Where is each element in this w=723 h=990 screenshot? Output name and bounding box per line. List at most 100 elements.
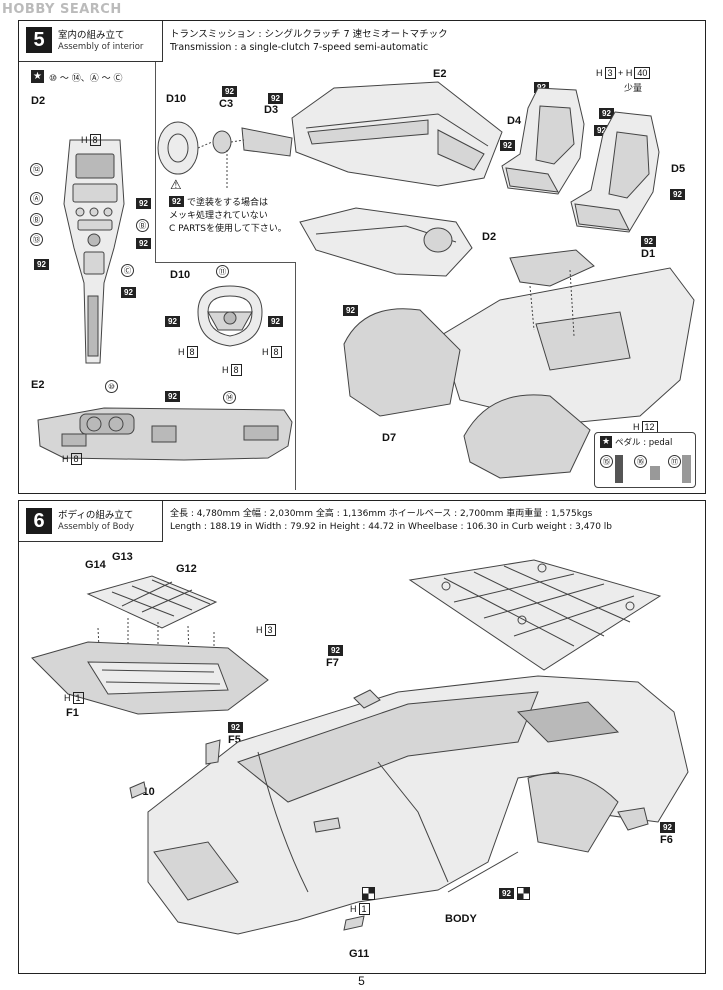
color-92-f6: 92 bbox=[660, 822, 675, 833]
color-92-seat-d4-side: 92 bbox=[500, 140, 515, 151]
label-e2: E2 bbox=[433, 68, 447, 80]
label-f6: F6 bbox=[660, 834, 673, 846]
checker-icon bbox=[517, 887, 530, 900]
dashboard-top-drawing bbox=[291, 81, 503, 187]
circled-b-left: Ⓑ bbox=[30, 213, 43, 226]
color-92-wheel-right: 92 bbox=[268, 316, 283, 327]
color-92-seat-d5-top: 92 bbox=[599, 108, 614, 119]
step6-header-underline bbox=[19, 541, 163, 542]
color-92-console-d: 92 bbox=[121, 287, 136, 298]
label-d3: D3 bbox=[264, 104, 279, 116]
pedal-15: ⑮ bbox=[600, 455, 613, 468]
color-92-f7: 92 bbox=[328, 645, 343, 656]
floor-tub-drawing bbox=[343, 249, 695, 479]
label-f1: F1 bbox=[66, 707, 79, 719]
paint-note-line1: で塗装をする場合は bbox=[187, 198, 269, 208]
label-d7: D7 bbox=[382, 432, 397, 444]
label-body: BODY bbox=[445, 913, 477, 925]
color-92-seat-d5-mid: 92 bbox=[594, 125, 609, 136]
watermark: HOBBY SEARCH bbox=[2, 2, 122, 17]
dashboard-e2-drawing bbox=[37, 407, 293, 461]
color-92-seat-d5-side: 92 bbox=[670, 189, 685, 200]
circled-11: ⑪ bbox=[216, 265, 229, 278]
circled-a: Ⓐ bbox=[30, 192, 43, 205]
color-92-console-a: 92 bbox=[136, 198, 151, 209]
steering-column-drawing bbox=[157, 121, 293, 175]
label-d4: D4 bbox=[507, 115, 522, 127]
label-g11: G11 bbox=[349, 948, 370, 960]
color-92-dash: 92 bbox=[165, 391, 180, 402]
warning-icon: ⚠ bbox=[170, 178, 182, 193]
circled-10: ⑩ bbox=[105, 380, 118, 393]
step5-header-underline bbox=[19, 61, 163, 62]
small-amount-text: 少量 bbox=[624, 84, 643, 94]
seat-d4-drawing bbox=[501, 87, 585, 195]
label-d10-wheel: D10 bbox=[170, 269, 191, 281]
star-icon: ★ bbox=[31, 70, 44, 83]
step5-desc-jp: トランスミッション : シングルクラッチ 7 速セミオートマチック bbox=[170, 29, 448, 40]
color-92-wheelarch: 92 bbox=[343, 305, 358, 316]
step5-star-text: ⑩ 〜 ⑭、Ⓐ 〜 Ⓒ bbox=[49, 74, 123, 84]
label-e2-dash: E2 bbox=[31, 379, 45, 391]
label-d10: D10 bbox=[166, 93, 187, 105]
steering-wheel-front-drawing bbox=[197, 285, 263, 347]
rear-glass-g12-drawing bbox=[86, 575, 218, 629]
engine-cover-f1-drawing bbox=[31, 618, 269, 715]
pedal-16-shape bbox=[650, 466, 660, 480]
pedal-17: ⑰ bbox=[668, 455, 681, 468]
color-92-wheel-left: 92 bbox=[165, 316, 180, 327]
step5-header-divider bbox=[162, 21, 163, 61]
pedal-label: ペダル : pedal bbox=[615, 438, 673, 448]
circled-14: ⑭ bbox=[223, 391, 236, 404]
circled-13: ⑬ bbox=[30, 233, 43, 246]
pedal-star-icon: ★ bbox=[600, 436, 612, 448]
label-f7: F7 bbox=[326, 657, 339, 669]
label-d1: D1 bbox=[641, 248, 656, 260]
pedal-17-shape bbox=[682, 455, 691, 483]
color-92-floor-d1: 92 bbox=[641, 236, 656, 247]
label-c3: C3 bbox=[219, 98, 234, 110]
circled-b-right: Ⓑ bbox=[136, 219, 149, 232]
step6-title-jp: ボディの組み立て bbox=[58, 510, 134, 521]
circled-c: Ⓒ bbox=[121, 264, 134, 277]
center-console-d2-drawing bbox=[63, 139, 125, 364]
label-g14: G14 bbox=[85, 559, 106, 571]
color-92-paint-note: 92 bbox=[169, 196, 184, 207]
center-tunnel-drawing bbox=[299, 207, 473, 277]
roof-glass-drawing bbox=[408, 559, 662, 671]
label-d5: D5 bbox=[671, 163, 686, 175]
step6-number: 6 bbox=[26, 508, 52, 534]
checker-icon-g11 bbox=[362, 887, 375, 900]
color-92-body-c: 92 bbox=[499, 888, 514, 899]
step5-desc-en: Transmission : a single-clutch 7-speed s… bbox=[170, 42, 429, 53]
car-body-drawing bbox=[129, 675, 689, 935]
pedal-15-shape bbox=[615, 455, 623, 483]
color-92-console-c: 92 bbox=[34, 259, 49, 270]
pedal-16: ⑯ bbox=[634, 455, 647, 468]
step6-header-divider bbox=[162, 501, 163, 541]
label-d2: D2 bbox=[31, 95, 46, 107]
step5-number: 5 bbox=[26, 27, 52, 53]
color-92-f5: 92 bbox=[228, 722, 243, 733]
color-92-c3: 92 bbox=[222, 86, 237, 97]
label-d2b: D2 bbox=[482, 231, 497, 243]
step6-title-en: Assembly of Body bbox=[58, 522, 135, 532]
step5-title-jp: 室内の組み立て bbox=[58, 30, 125, 41]
seat-d5-drawing bbox=[570, 111, 660, 233]
color-92-d3: 92 bbox=[268, 93, 283, 104]
step5-left-panel-bottom bbox=[155, 262, 295, 263]
label-g12: G12 bbox=[176, 563, 197, 575]
step6-specs-jp: 全長 : 4,780mm 全幅 : 2,030mm 全高 : 1,136mm ホ… bbox=[170, 509, 593, 519]
step5-left-panel-border2 bbox=[295, 262, 296, 490]
paint-note-line2: メッキ処理されていない bbox=[169, 211, 268, 221]
step5-title-en: Assembly of interior bbox=[58, 42, 144, 52]
